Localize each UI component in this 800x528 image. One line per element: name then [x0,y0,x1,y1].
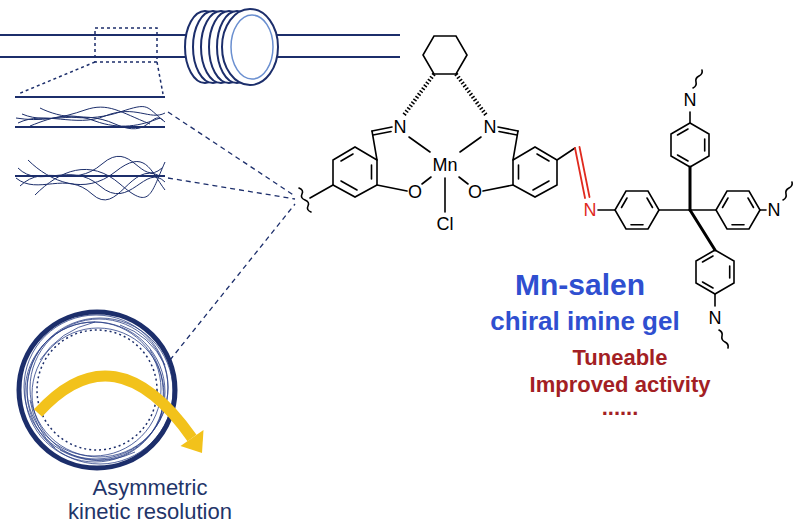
chemical-bond [499,132,517,136]
atom-label: N [768,200,781,221]
chemical-bond [460,137,481,152]
atom-label: N [584,200,597,221]
chemical-bond [404,74,434,115]
chemical-bond [341,181,357,190]
chemical-bond [377,185,407,191]
chemical-bond [729,266,731,278]
chemical-bond [659,209,690,211]
chemical-bond [714,294,716,306]
chemical-bond [631,224,643,226]
chemical-bond [299,36,575,212]
atom-label: O [408,182,422,203]
chemical-bond [690,209,716,211]
chemical-bond [647,198,653,208]
atom-label: N [684,90,697,111]
chemical-bond [678,129,689,135]
fibre-bundle [28,160,165,190]
chemical-bond [423,36,467,74]
fibre-coil [231,15,273,79]
fibre-bundle [16,107,150,124]
atom-label: N [484,117,497,138]
fibre-bundle [15,97,165,129]
chemical-bond [696,250,734,294]
imine-bond [575,148,585,198]
zoom-frame [95,28,157,62]
chemical-bond [422,177,431,184]
leader-line [170,204,295,360]
chemical-bond [341,154,353,161]
chemical-bond [333,147,377,197]
compound-name: chiral imine gel [490,307,679,337]
chemical-bond [513,147,557,197]
fibre-bundle [40,107,165,122]
fibre-bundle [22,114,163,129]
chemical-bond [498,127,518,131]
atom-label: Cl [437,214,454,235]
chemical-bond [689,167,692,210]
chemical-bond [615,191,659,229]
chemical-bond [444,178,446,212]
chemical-bond [456,74,486,115]
fibre-coil [222,9,278,85]
chemical-bond [689,112,691,123]
chemical-bond [719,330,728,348]
fibre-bundle [15,96,165,98]
zoom-frame [18,28,163,94]
process-label: kinetic resolution [68,499,232,524]
chemical-bond [373,132,391,136]
chemical-bond [409,137,430,152]
chemical-bond [703,256,714,262]
process-arrow [38,376,192,438]
feature-note: ...... [602,395,639,420]
zoom-frame [18,62,95,94]
process-label: Asymmetric [93,475,208,500]
chemical-bond [557,148,575,160]
atom-label: N [709,308,722,329]
chemical-bond [598,209,615,211]
chemical-bond [723,198,729,208]
compound-name: Mn-salen [515,268,645,303]
atom-label: O [468,182,482,203]
fibre-bundle [35,162,165,197]
chemical-bond [783,182,792,200]
chemical-bond [371,165,373,179]
feature-note: Tuneable [573,345,668,370]
chemical-bond [622,198,628,208]
chemical-bond [299,188,311,212]
chemical-bond [690,210,715,250]
chemical-bond [703,282,714,288]
chemical-bond [533,181,549,190]
leader-line [168,112,295,360]
feature-note: Improved activity [530,372,711,397]
atom-label: Mn [432,155,457,176]
chemical-bond [704,139,706,151]
chemical-bond [671,123,709,167]
chemical-bond [518,165,520,179]
imine-bond [575,147,590,198]
chemical-bond [310,185,333,198]
atom-label: N [394,117,407,138]
chemical-bond [372,127,392,131]
chemical-bond [748,198,754,208]
fibre-bundle [15,156,165,200]
chemical-bond [732,224,744,226]
chemical-bond [716,191,760,229]
process-arrow [38,376,204,453]
chemical-bond [678,155,689,161]
chemical-bond [693,70,702,88]
chemical-bond [537,154,549,161]
fibre-coil [185,9,278,85]
chemical-bond [760,209,766,211]
leader-line [168,178,295,199]
chemical-bond [483,185,513,191]
zoom-frame [157,62,163,94]
leader-line [168,112,295,196]
process-arrow [181,430,204,453]
chemical-bond [459,177,468,184]
imine-bond [580,147,590,197]
